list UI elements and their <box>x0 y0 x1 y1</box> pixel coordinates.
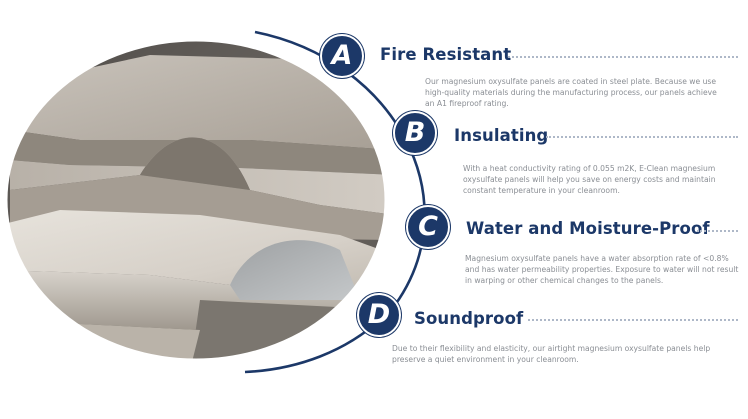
feature-title: Fire Resistant <box>380 45 512 64</box>
feature-title: Soundproof <box>414 309 524 328</box>
badge-b: B <box>393 111 437 155</box>
badge-a: A <box>320 34 364 78</box>
feature-description: With a heat conductivity rating of 0.055… <box>463 164 716 195</box>
badge-c: C <box>406 205 450 249</box>
badge-d: D <box>357 293 401 337</box>
feature-description: Our magnesium oxysulfate panels are coat… <box>425 77 717 108</box>
dotted-divider <box>508 56 738 58</box>
feature-title: Water and Moisture-Proof <box>466 219 710 238</box>
dotted-divider <box>697 230 738 232</box>
feature-description: Due to their flexibility and elasticity,… <box>392 344 711 364</box>
dotted-divider <box>528 319 738 321</box>
feature-description: Magnesium oxysulfate panels have a water… <box>465 254 739 285</box>
feature-title: Insulating <box>454 126 549 145</box>
dotted-divider <box>546 136 738 138</box>
